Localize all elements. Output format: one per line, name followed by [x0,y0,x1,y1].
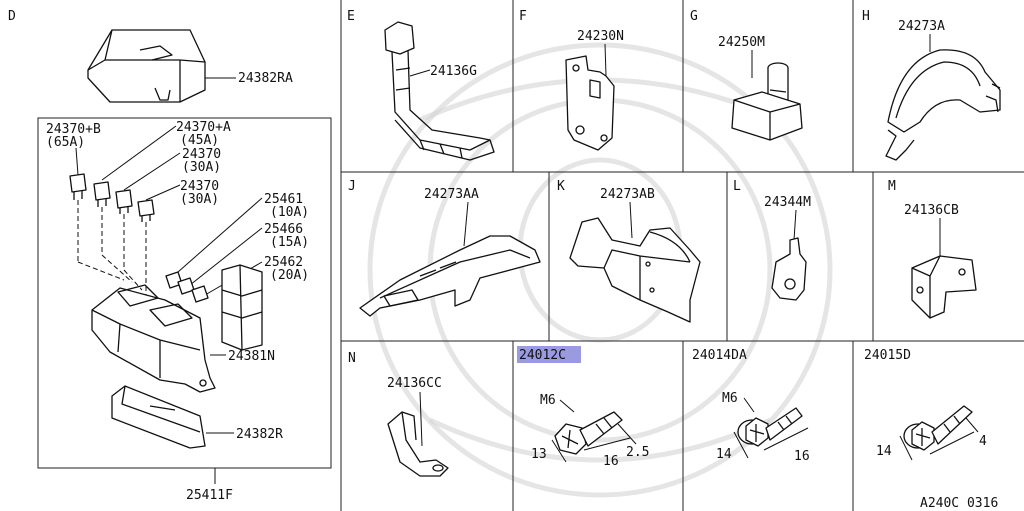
part-25466-amp: (15A) [270,235,309,250]
dim-m6-a: M6 [540,393,556,408]
section-e: E 24136G [347,9,495,161]
part-highlight [517,346,581,363]
dim-14-a: 14 [716,447,732,462]
part-24273AA[interactable]: 24273AA [424,187,479,202]
bracket-24136G[interactable] [384,21,495,161]
dim-16-b: 16 [794,449,810,464]
part-24136CC[interactable]: 24136CC [387,376,442,391]
section-l-label: L [733,179,741,194]
bolt-24014DA[interactable] [737,407,803,447]
bolt-24015D[interactable] [903,405,973,451]
part-24370A-amp: (45A) [180,133,219,148]
section-h: H 24273A [862,9,1001,161]
part-24370A[interactable]: 24370+A [176,120,231,135]
protector-24273AB[interactable] [569,217,701,323]
part-24230N[interactable]: 24230N [577,29,624,44]
part-24136CB[interactable]: 24136CB [904,203,959,218]
section-f: F 24230N [519,9,624,151]
part-25462[interactable]: 25462 [264,255,303,270]
protector-24273A[interactable] [885,49,1001,161]
section-24014DA: 24014DA M6 14 16 [692,348,810,464]
fuse-block-base[interactable] [91,284,216,393]
grommet-24250M[interactable] [731,62,803,141]
section-f-label: F [519,9,527,24]
part-25461[interactable]: 25461 [264,192,303,207]
fuse-box-bottom-cover[interactable] [111,385,206,449]
plate-24230N[interactable] [565,55,615,151]
part-24382RA[interactable]: 24382RA [238,71,293,86]
fuse-65a[interactable] [69,173,87,200]
dim-13: 13 [531,447,547,462]
part-24382R[interactable]: 24382R [236,427,283,442]
section-24012C: 24012C M6 13 16 2.5 [517,346,649,469]
dim-14-b: 14 [876,444,892,459]
part-24273A[interactable]: 24273A [898,19,945,34]
part-24014DA[interactable]: 24014DA [692,348,747,363]
part-24370-a-amp: (30A) [182,160,221,175]
part-25462-amp: (20A) [270,268,309,283]
fuse-30a-b[interactable] [137,199,155,222]
bracket-24136CC[interactable] [387,411,449,477]
dim-16-a: 16 [603,454,619,469]
part-24370-a[interactable]: 24370 [182,147,221,162]
section-l: L 24344M [733,179,811,301]
part-24250M[interactable]: 24250M [718,35,765,50]
bolt-24012C[interactable] [554,411,623,455]
section-e-label: E [347,9,355,24]
bracket-24344M[interactable] [771,237,807,301]
part-25461-amp: (10A) [270,205,309,220]
part-24136G[interactable]: 24136G [430,64,477,79]
part-24273AB[interactable]: 24273AB [600,187,655,202]
dim-2-5: 2.5 [626,445,649,460]
section-k-label: K [557,179,565,194]
panel-grid [340,0,1024,511]
fuse-45a[interactable] [93,181,111,207]
dim-m6-b: M6 [722,391,738,406]
section-d: D 24382RA 24370+B (65A) 24370+A (45A) 24… [8,9,332,503]
part-25466[interactable]: 25466 [264,222,303,237]
fuse-box-top-cover[interactable] [87,29,206,103]
section-d-label: D [8,9,16,24]
bracket-24136CB[interactable] [911,255,977,319]
section-j: J 24273AA [348,179,541,317]
protector-24273AA[interactable] [359,235,541,317]
part-24370-b[interactable]: 24370 [180,179,219,194]
part-24370-b-amp: (30A) [180,192,219,207]
section-n: N 24136CC [348,351,449,477]
part-24381N[interactable]: 24381N [228,349,275,364]
fuse-30a-a[interactable] [115,189,133,214]
part-25411F[interactable]: 25411F [186,488,233,503]
section-g-label: G [690,9,698,24]
section-m-label: M [888,179,896,194]
relay-block[interactable] [221,264,263,351]
part-24370B[interactable]: 24370+B [46,122,101,137]
part-24015D[interactable]: 24015D [864,348,911,363]
mini-fuses[interactable] [165,271,209,303]
section-h-label: H [862,9,870,24]
part-24370B-amp: (65A) [46,135,85,150]
part-24344M[interactable]: 24344M [764,195,811,210]
section-g: G 24250M [690,9,803,141]
diagram-code: A240C 0316 [920,496,998,511]
dim-4: 4 [979,434,987,449]
section-n-label: N [348,351,356,366]
section-24015D: 24015D 14 4 [864,348,987,461]
section-m: M 24136CB [888,179,977,319]
section-j-label: J [348,179,356,194]
part-24012C[interactable]: 24012C [519,348,566,363]
fuse-box-frame [37,117,332,469]
section-k: K 24273AB [557,179,701,323]
